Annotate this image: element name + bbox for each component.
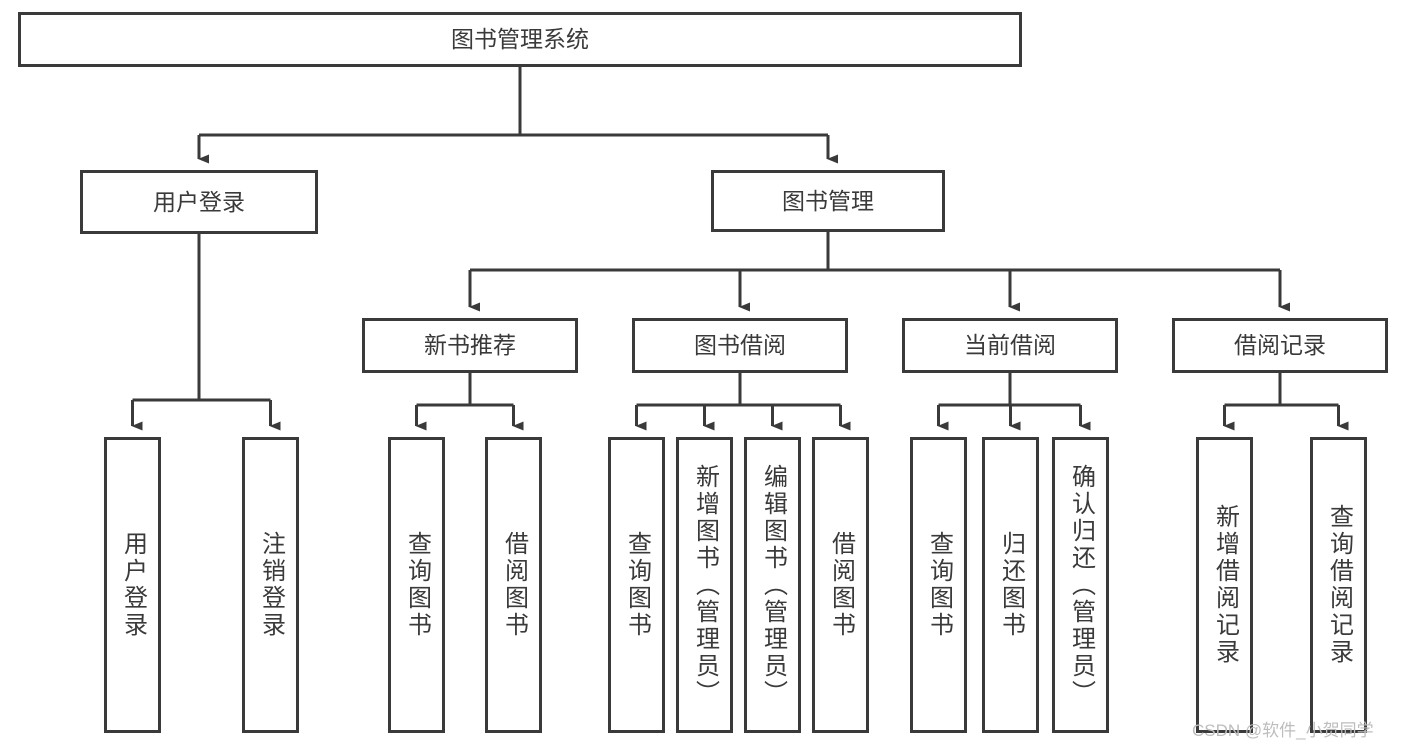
node-rectangles xyxy=(18,12,1388,733)
node-box-leaf-user-login[interactable] xyxy=(104,437,161,733)
node-box-borrow-record[interactable] xyxy=(1172,318,1388,373)
node-box-leaf-confirm-return-admin[interactable] xyxy=(1052,437,1109,733)
node-box-current-borrow[interactable] xyxy=(902,318,1118,373)
node-box-leaf-query-book-current[interactable] xyxy=(910,437,967,733)
node-box-root[interactable] xyxy=(18,12,1022,67)
node-box-leaf-edit-book-admin[interactable] xyxy=(744,437,801,733)
node-box-leaf-return-book[interactable] xyxy=(982,437,1039,733)
node-box-leaf-add-borrow-record[interactable] xyxy=(1196,437,1253,733)
node-box-leaf-query-book-borrow[interactable] xyxy=(608,437,665,733)
connector-lines xyxy=(131,67,1349,431)
node-box-book-borrow[interactable] xyxy=(632,318,848,373)
node-box-leaf-borrow-book-rec[interactable] xyxy=(485,437,542,733)
csdn-watermark: CSDN @软件_小贺同学 xyxy=(1192,721,1374,740)
node-box-leaf-query-borrow-record[interactable] xyxy=(1310,437,1367,733)
node-box-leaf-logout[interactable] xyxy=(242,437,299,733)
node-box-book-manage[interactable] xyxy=(711,170,945,232)
node-box-leaf-borrow-book[interactable] xyxy=(812,437,869,733)
node-box-leaf-add-book-admin[interactable] xyxy=(676,437,733,733)
node-box-user-login[interactable] xyxy=(80,170,318,234)
node-box-new-book-recommend[interactable] xyxy=(362,318,578,373)
node-box-leaf-query-book-rec[interactable] xyxy=(388,437,445,733)
